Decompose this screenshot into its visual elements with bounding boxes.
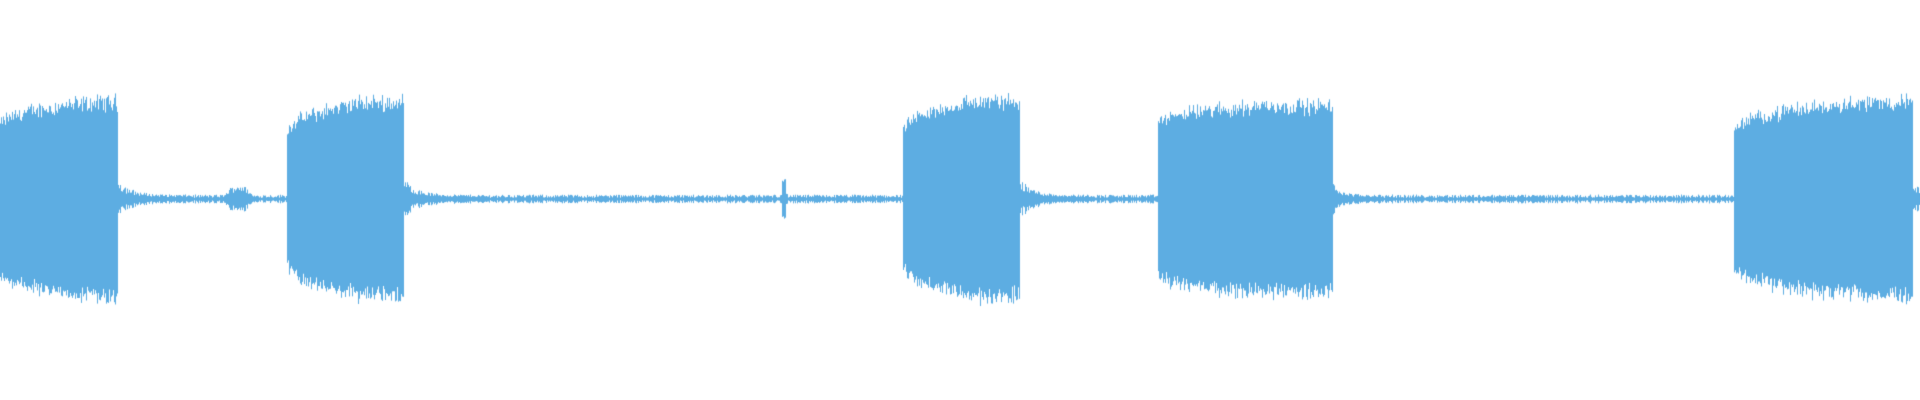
audio-waveform[interactable]	[0, 0, 1920, 400]
